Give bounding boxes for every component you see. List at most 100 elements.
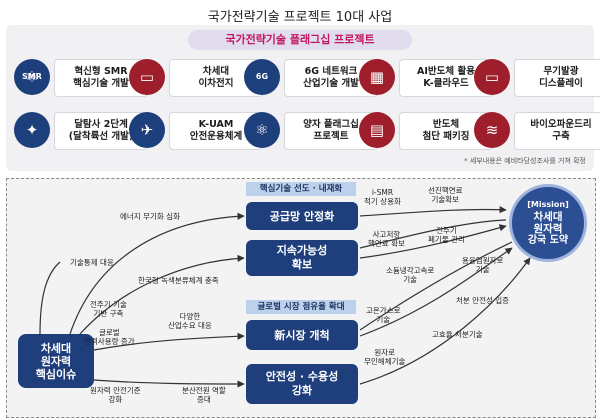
node-sustain-line1: 지속가능성 — [276, 244, 328, 257]
atom-icon: ⚛ — [244, 112, 280, 148]
label-diverse-line1: 다양한 — [179, 312, 201, 321]
label-carbon-line2: 기반 구축 — [93, 309, 124, 318]
project-icon-glyph: ▦ — [369, 68, 385, 86]
mission-line2: 차세대 — [533, 211, 563, 223]
project-line1: K-UAM — [198, 119, 234, 130]
dna-icon: ≋ — [474, 112, 510, 148]
project-line2: 핵심기술 개발 — [73, 78, 129, 89]
header-global-market: 글로벌 시장 점유율 확대 — [246, 300, 356, 314]
project-line2: 산업기술 개발 — [303, 78, 359, 89]
label-demand-line1: 글로벌 — [98, 328, 120, 337]
edge-source-market — [93, 332, 245, 351]
project-line2: 첨단 패키징 — [422, 131, 470, 142]
drone-icon: ✈ — [129, 112, 165, 148]
project-icon-glyph: ⚛ — [25, 68, 39, 86]
satellite-icon: ✦ — [14, 112, 50, 148]
mission-node: [Mission] 차세대 원자력 강국 도약 — [509, 184, 587, 262]
project-icon-glyph: ≋ — [485, 121, 499, 139]
edge-source-sustain — [79, 254, 245, 335]
edge-source-supply — [69, 212, 245, 335]
node-sustain-line2: 확보 — [291, 258, 313, 271]
label-accident-line1: 사고저항 — [372, 230, 401, 239]
project-line2: 디스플레이 — [539, 78, 583, 89]
edge-accept-mission — [359, 257, 531, 385]
mission-line1: [Mission] — [527, 200, 569, 209]
label-demand-line2: 전력사용량 증가 — [84, 337, 135, 346]
label-carbon-line1: 전주기 기술 — [90, 300, 127, 309]
label-taxonomy: 한국형 녹색분류체계 충족 — [138, 276, 219, 285]
project-line1: 양자 플래그십 — [303, 119, 359, 130]
node-accept-line1: 안전성 · 수용성 — [265, 370, 339, 383]
project-line2: 프로젝트 — [313, 131, 349, 142]
package-icon: ▤ — [359, 112, 395, 148]
page-title: 국가전략기술 프로젝트 10대 사업 — [207, 10, 393, 25]
project-line1: 6G 네트워크 — [304, 66, 358, 77]
project-icon-glyph: ✦ — [25, 121, 39, 139]
label-tech-control: 기술통제 대응 — [70, 258, 114, 267]
node-supply-label: 공급망 안정화 — [269, 210, 335, 223]
source-line2: 원자력 — [40, 354, 72, 368]
project-line1: 반도체 — [432, 119, 460, 130]
mission-line3: 원자력 — [533, 223, 563, 235]
edge-market-mission — [359, 247, 513, 337]
reactor-icon: ⚛SMR — [14, 59, 50, 95]
source-line1: 차세대 — [40, 341, 72, 355]
label-diverse-line2: 산업수요 대응 — [168, 321, 212, 330]
label-cycle-line2: 폐기물 관리 — [428, 235, 465, 244]
label-safety-line2: 강화 — [108, 395, 123, 404]
project-line2: (달착륙선 개발) — [68, 131, 134, 142]
label-htgr-line1: 고온가스로 — [366, 306, 401, 315]
edge-source-left — [39, 261, 61, 335]
node-new-market: 新시장 개척 — [246, 320, 358, 350]
project-line2: 안전운용체계 — [189, 131, 243, 142]
label-dist-line1: 분산전원 역할 — [182, 386, 226, 395]
project-icon-glyph: ⚛ — [255, 121, 269, 139]
label-ismr-line2: 적기 상용화 — [364, 197, 401, 206]
battery-icon: ▭ — [129, 59, 165, 95]
label-robot-line2: 무인해체기술 — [364, 357, 406, 366]
edge-source-accept — [93, 379, 245, 388]
project-icon-text: 6G — [255, 72, 269, 81]
label-molten-line1: 용융염원자로 — [462, 256, 504, 265]
node-market-label: 新시장 개척 — [274, 329, 330, 342]
header-core-tech: 핵심기술 선도 · 내재화 — [246, 182, 356, 196]
label-safety-line1: 원자력 안전기준 — [90, 386, 141, 395]
project-line1: 무기발광 — [543, 66, 579, 77]
label-sodium-line1: 소듐냉각고속로 — [386, 266, 435, 275]
project-line2: K-클라우드 — [423, 78, 469, 89]
node-safety-acceptance: 안전성 · 수용성 강화 — [246, 364, 358, 404]
label-fuel-line2: 기술확보 — [431, 195, 460, 204]
network-6g-icon: 6G — [244, 59, 280, 95]
project-icon-glyph: ▭ — [484, 68, 500, 86]
edge-supply-mission — [359, 206, 507, 217]
node-sustainability: 지속가능성 확보 — [246, 240, 358, 276]
display-icon: ▭ — [474, 59, 510, 95]
project-line1: AI반도체 활용 — [417, 66, 475, 77]
label-hieff: 고효율 처분기술 — [432, 330, 483, 339]
project-line2: 구축 — [552, 131, 570, 142]
label-sodium-line2: 기술 — [403, 275, 418, 284]
source-node: 차세대 원자력 핵심이슈 — [18, 334, 94, 388]
edge-accident — [359, 219, 507, 249]
project-line1: 차세대 — [202, 66, 230, 77]
label-energy: 에너지 무기화 심화 — [120, 212, 180, 221]
project-line2: 이차전지 — [198, 78, 234, 89]
label-robot-line1: 원자로 — [374, 348, 396, 357]
